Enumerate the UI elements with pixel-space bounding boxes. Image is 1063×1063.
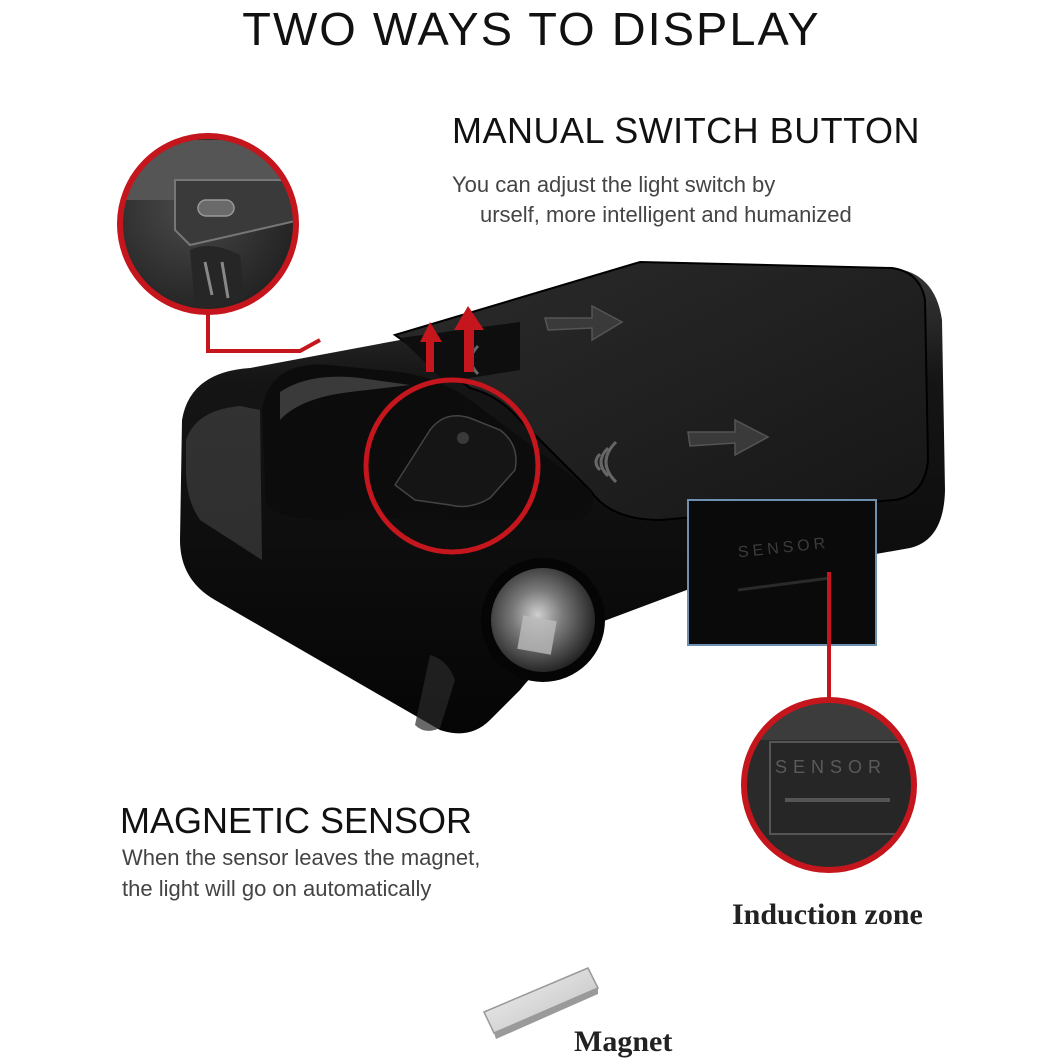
focus-knob <box>393 415 517 508</box>
page-title: TWO WAYS TO DISPLAY <box>242 3 821 55</box>
magnetic-sensor-desc-line2: the light will go on automatically <box>122 876 432 901</box>
up-arrows-icon <box>420 306 484 372</box>
zoom-sensor-label: SENSOR <box>775 757 887 777</box>
magnet <box>482 967 600 1039</box>
manual-switch-desc-line2: urself, more intelligent and humanized <box>480 202 852 227</box>
knob-highlight-circle <box>363 377 541 555</box>
projector-device: SENSOR <box>180 260 945 734</box>
induction-zone-label: Induction zone <box>732 898 923 931</box>
manual-switch-desc-line1: You can adjust the light switch by <box>452 172 776 197</box>
magnet-label: Magnet <box>574 1025 673 1058</box>
magnetic-sensor-heading: MAGNETIC SENSOR <box>120 800 473 841</box>
switch-button-zoom <box>197 199 235 217</box>
sensor-zoom-inset: SENSOR <box>741 697 917 873</box>
switch-connector-line <box>206 312 321 353</box>
manual-switch-heading: MANUAL SWITCH BUTTON <box>452 110 921 151</box>
magnetic-sensor-desc-line1: When the sensor leaves the magnet, <box>122 845 481 870</box>
switch-zoom-inset <box>117 133 299 315</box>
